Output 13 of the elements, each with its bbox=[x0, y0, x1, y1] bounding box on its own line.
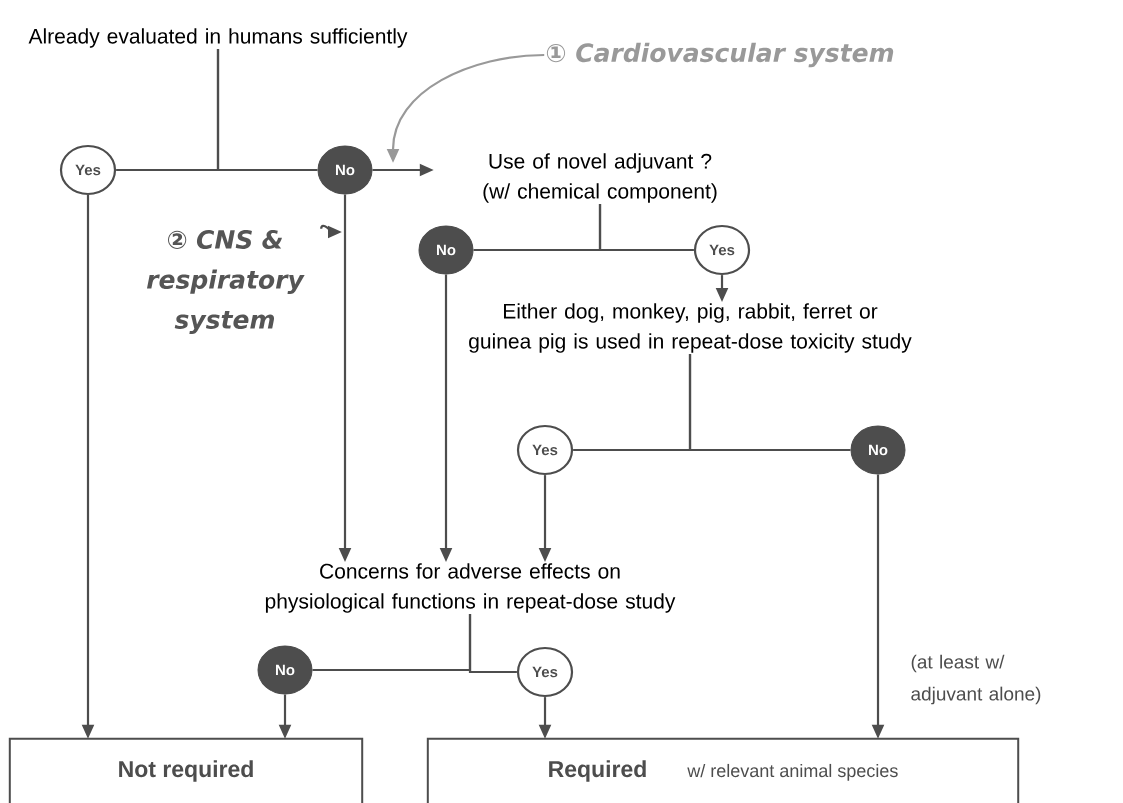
question-text: Concerns for adverse effects on physiological functions in repeat-dose study bbox=[265, 563, 676, 613]
result-box: Required w/ relevant animal species bbox=[426, 737, 1020, 803]
question-text: Already evaluated in humans sufficiently bbox=[28, 28, 408, 48]
annotation-text: ① Cardiovascular system bbox=[546, 42, 894, 68]
connector-line bbox=[468, 614, 517, 674]
connector-line bbox=[598, 204, 694, 252]
connector-line bbox=[688, 354, 851, 452]
edge-label: (at least w/ adjuvant alone) bbox=[911, 654, 1041, 705]
question-text: Use of novel adjuvant ? (w/ chemical component) bbox=[483, 153, 717, 203]
question-text: Either dog, monkey, pig, rabbit, ferret or guinea pig is used in repeat-dose toxicity study bbox=[469, 303, 912, 353]
result-box: Not required bbox=[8, 737, 364, 803]
annotation-text: ② CNS & respiratory system bbox=[147, 230, 305, 334]
connector-line bbox=[216, 49, 318, 172]
